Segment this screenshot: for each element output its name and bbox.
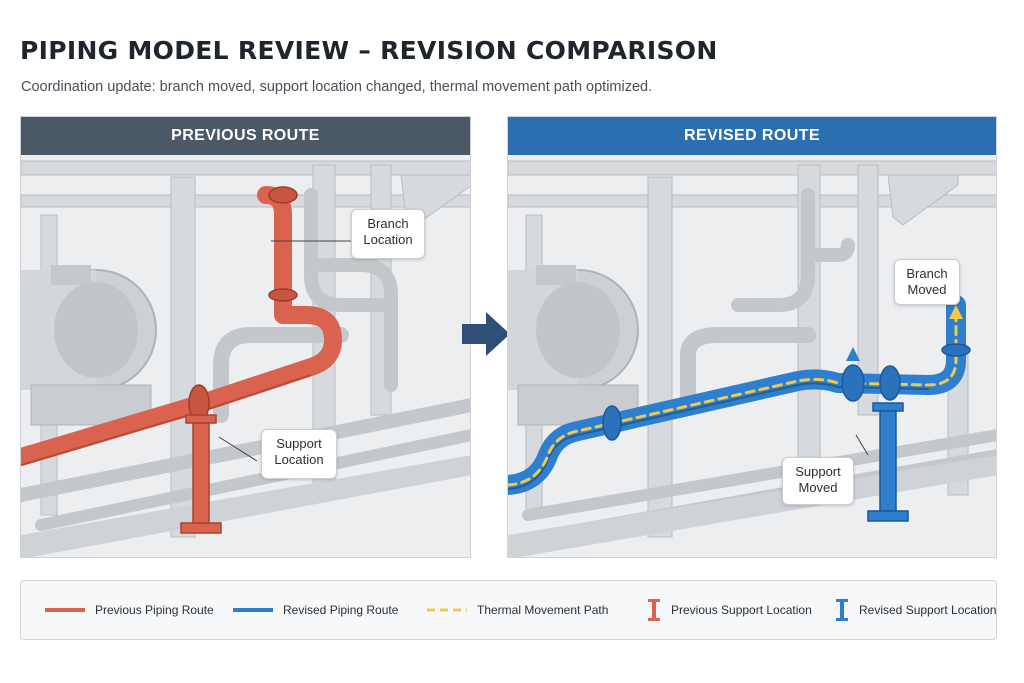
legend-label: Revised Support Location [859, 603, 997, 617]
legend-label: Revised Piping Route [283, 603, 399, 617]
red-line-swatch-icon [45, 608, 85, 612]
legend-label: Previous Piping Route [95, 603, 214, 617]
legend-item-revised-route: Revised Piping Route [233, 581, 398, 639]
support-moved-line2: Moved [798, 480, 838, 495]
legend-item-thermal-path: Thermal Movement Path [427, 581, 608, 639]
previous-route-panel: PREVIOUS ROUTE [20, 116, 471, 558]
red-support-icon [648, 599, 660, 621]
branch-location-callout: Branch Location [351, 209, 425, 259]
support-location-callout: Support Location [261, 429, 337, 479]
support-callout-line1: Support [276, 436, 322, 451]
arrow-right-icon [462, 312, 510, 356]
legend: Previous Piping Route Revised Piping Rou… [20, 580, 997, 640]
legend-item-previous-support: Previous Support Location [647, 581, 812, 639]
branch-callout-line1: Branch [367, 216, 409, 231]
page-title: PIPING MODEL REVIEW – REVISION COMPARISO… [20, 36, 718, 65]
support-moved-callout: Support Moved [782, 457, 854, 505]
legend-label: Thermal Movement Path [477, 603, 609, 617]
branch-moved-line2: Moved [907, 282, 947, 297]
branch-moved-callout: Branch Moved [894, 259, 960, 305]
legend-label: Previous Support Location [671, 603, 812, 617]
blue-line-swatch-icon [233, 608, 273, 612]
blue-support-icon [836, 599, 848, 621]
page-subtitle: Coordination update: branch moved, suppo… [21, 79, 653, 95]
previous-route-heading: PREVIOUS ROUTE [21, 117, 470, 155]
legend-item-revised-support: Revised Support Location [835, 581, 996, 639]
revised-route-illustration [508, 155, 996, 557]
branch-moved-line1: Branch [906, 266, 948, 281]
yellow-dashed-swatch-icon [427, 608, 467, 612]
branch-callout-line2: Location [363, 232, 413, 247]
revised-route-heading: REVISED ROUTE [508, 117, 996, 155]
support-moved-line1: Support [795, 464, 841, 479]
support-callout-line2: Location [274, 452, 324, 467]
revised-route-panel: REVISED ROUTE [507, 116, 997, 558]
legend-item-previous-route: Previous Piping Route [45, 581, 214, 639]
